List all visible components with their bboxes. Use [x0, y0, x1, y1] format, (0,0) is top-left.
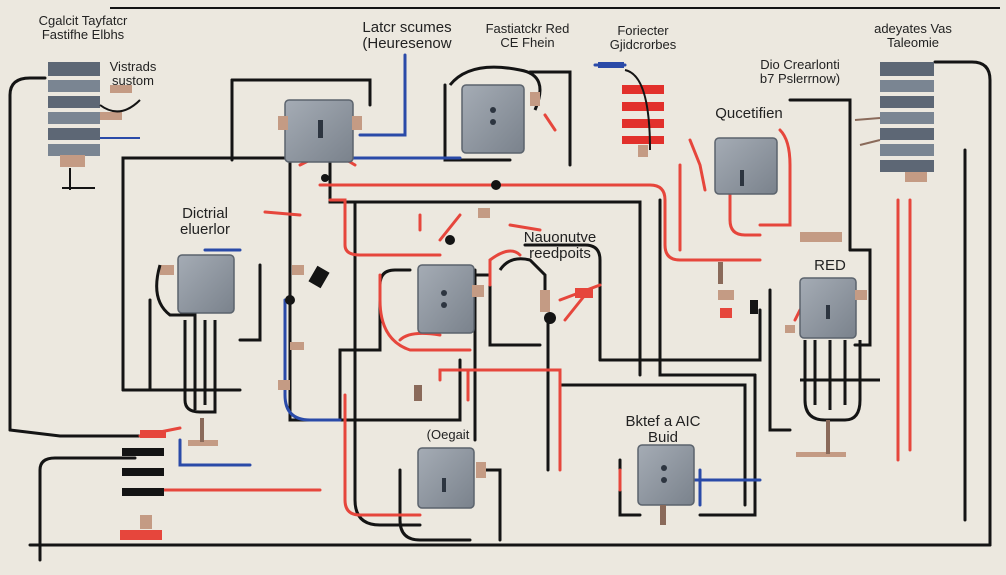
label-oegait: (Oegait	[426, 427, 470, 442]
switch-box-2	[448, 65, 542, 154]
heater-coil	[622, 69, 664, 157]
switch-box-1	[278, 99, 362, 163]
black-wires	[8, 60, 992, 562]
label-vistrads: Vistrads sustom	[109, 59, 157, 88]
label-top-left: Cgalcit Tayfatcr Fastifhe Elbhs	[38, 13, 128, 42]
label-top-center-left: Latcr scumes (Heuresenow	[362, 19, 452, 52]
inductor-coil	[120, 430, 166, 540]
label-bktef: Bktef a AIC Buid	[625, 413, 701, 446]
label-nauonutve: Nauonutve reedpoits	[523, 229, 597, 262]
switch-box-5	[417, 257, 556, 334]
red-wires	[138, 113, 912, 517]
label-red: RED	[814, 257, 846, 274]
connectors	[278, 62, 842, 401]
label-top-right: adeyates Vas Taleomie	[874, 21, 952, 50]
switch-box-3	[714, 137, 778, 195]
switch-box-4	[155, 254, 235, 446]
label-top-center: Fastiatckr Red CE Fhein	[485, 21, 570, 50]
switch-box-8	[637, 444, 695, 525]
terminal-block-icon	[48, 62, 141, 190]
label-dictrial: Dictrial eluerlor	[179, 205, 231, 238]
label-qucetifien: Qucetifien	[715, 105, 783, 122]
switch-box-7	[417, 447, 486, 509]
label-top-center-right: Foriecter Gjidcrorbes	[609, 23, 677, 52]
label-right-upper: Dio Crearlonti b7 Pslerrnow)	[759, 57, 841, 86]
breaker-panel-icon	[854, 62, 934, 182]
switch-box-6	[785, 277, 880, 457]
